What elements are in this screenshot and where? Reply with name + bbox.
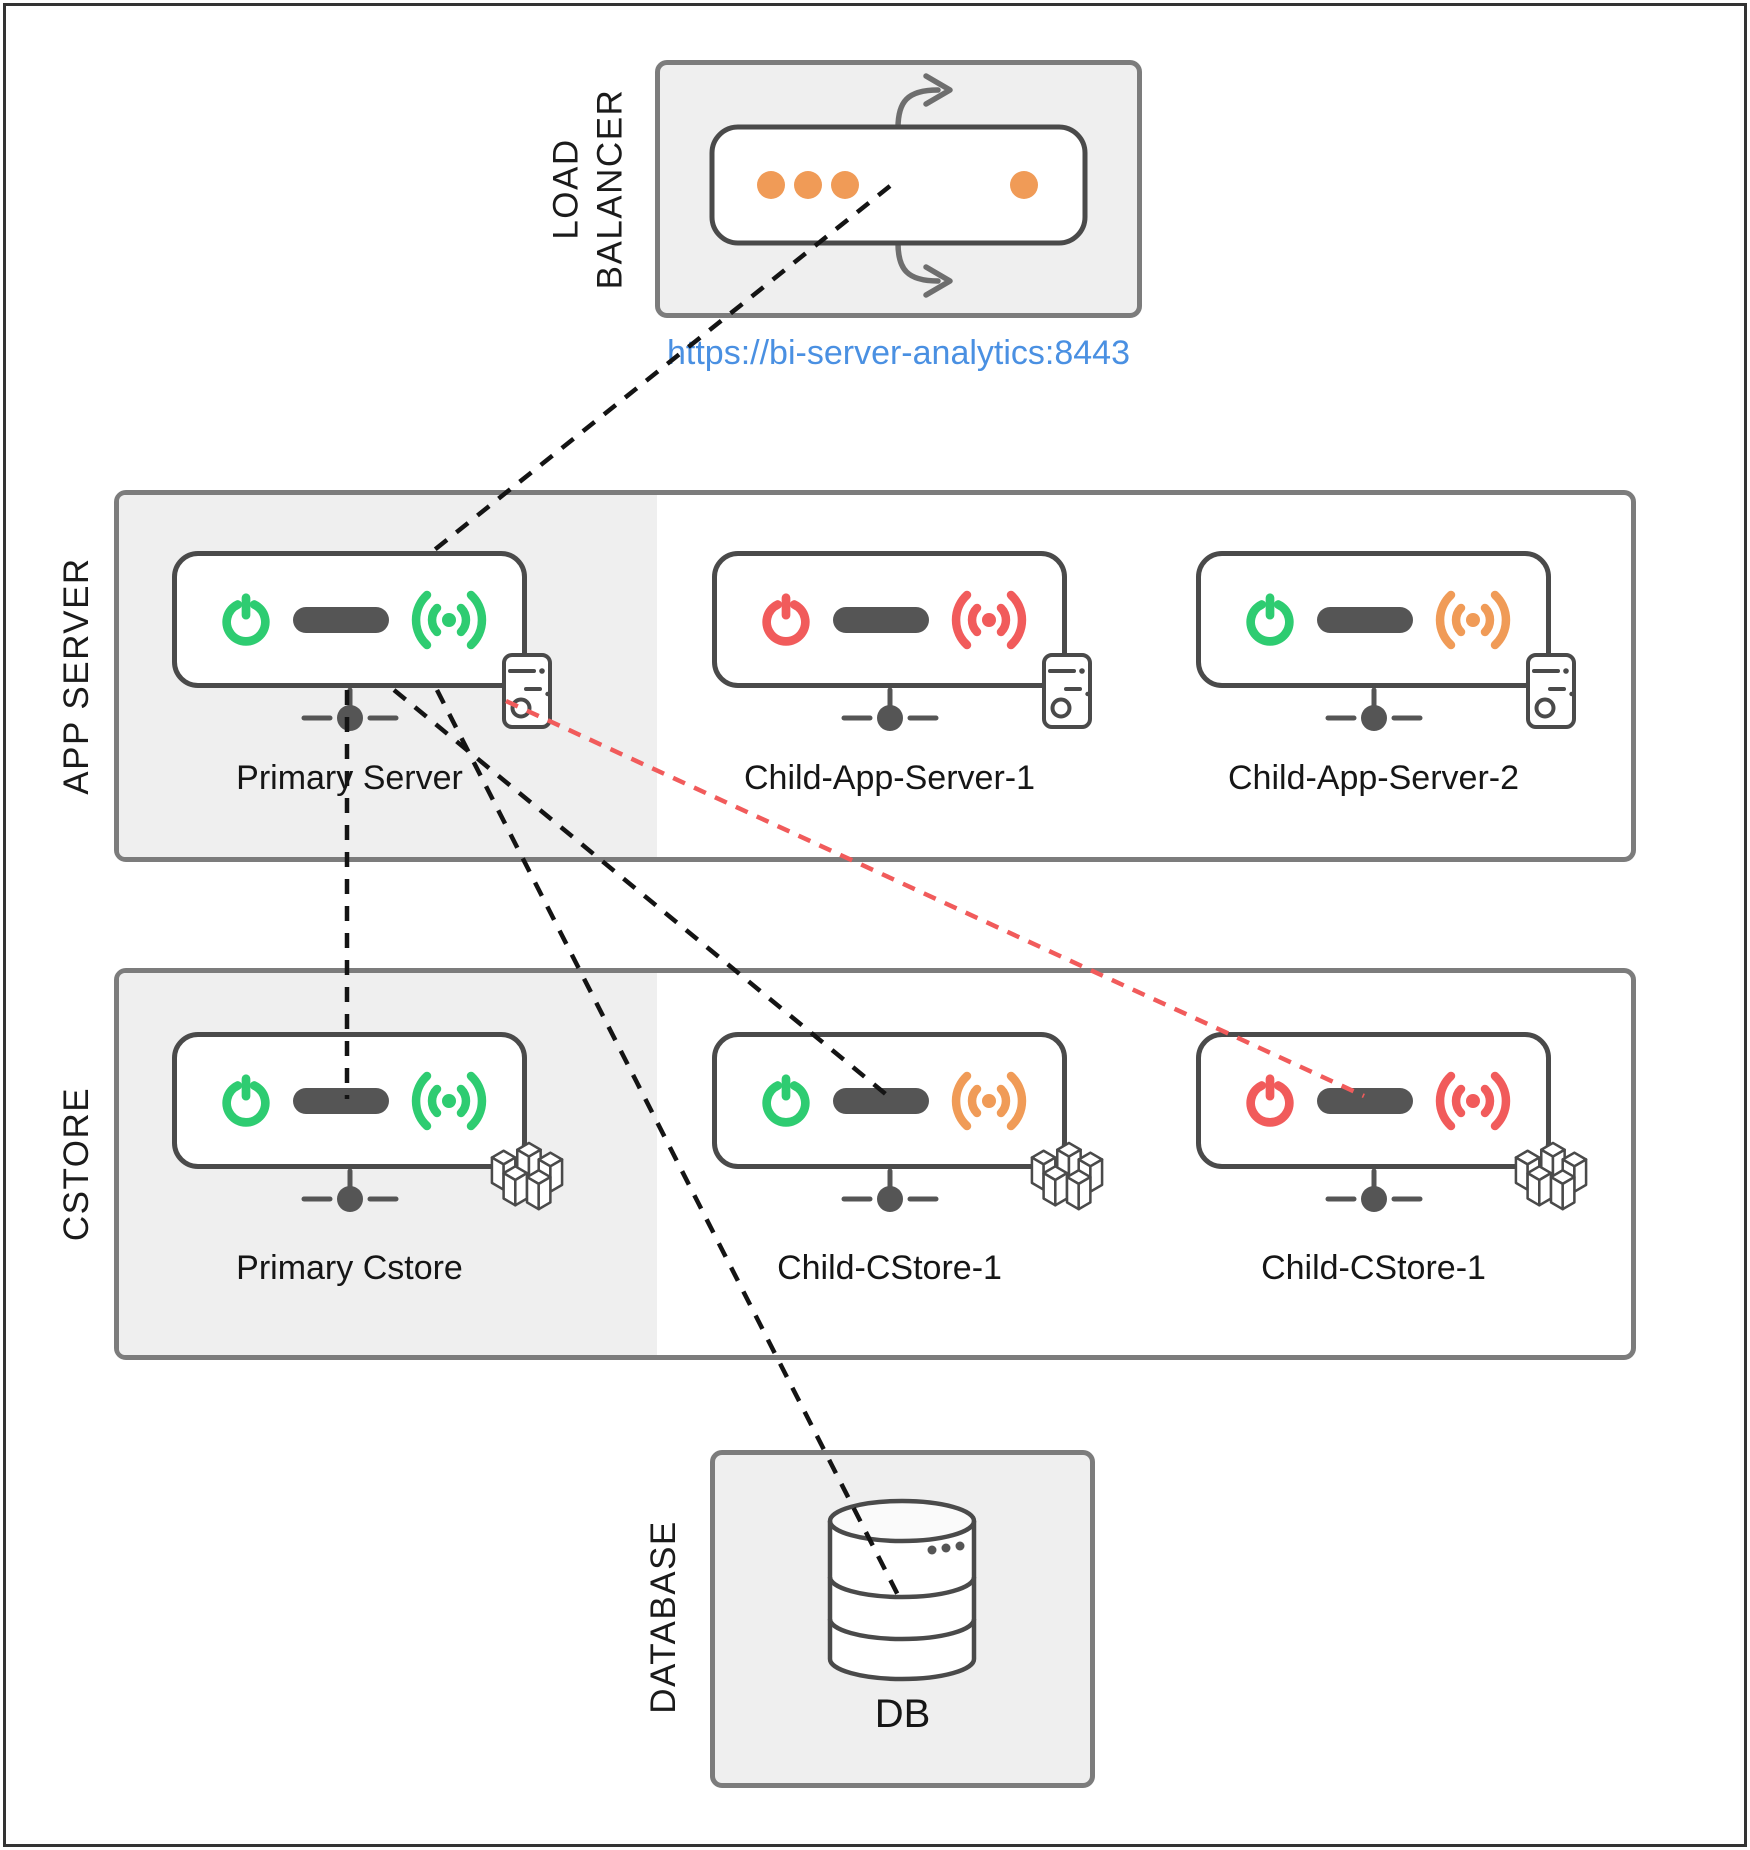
signal-icon <box>406 589 492 651</box>
status-bar <box>292 606 389 633</box>
node-label: Child-CStore-1 <box>1261 1249 1486 1287</box>
status-bar <box>292 1087 389 1114</box>
power-icon <box>757 1072 815 1130</box>
load-balancer-url-link[interactable]: https://bi-server-analytics:8443 <box>667 334 1130 372</box>
node-child-app-server-1: Child-App-Server-1 <box>712 551 1067 797</box>
node-label: Child-App-Server-1 <box>744 759 1035 797</box>
node-label: Primary Cstore <box>236 1249 463 1287</box>
status-bar <box>1316 606 1413 633</box>
database-cylinder-icon <box>827 1498 977 1682</box>
server-tower-icon <box>1525 652 1577 730</box>
node-primary-server: Primary Server <box>172 551 527 797</box>
network-node-icon <box>830 688 950 746</box>
signal-icon <box>1430 589 1516 651</box>
node-label: Primary Server <box>236 759 463 797</box>
load-balancer-icon <box>709 73 1088 298</box>
signal-icon <box>946 1070 1032 1132</box>
power-icon <box>217 591 275 649</box>
network-node-icon <box>830 1169 950 1227</box>
node-primary-cstore: Primary Cstore <box>172 1032 527 1287</box>
network-node-icon <box>1314 1169 1434 1227</box>
power-icon <box>1241 591 1299 649</box>
signal-icon <box>1430 1070 1516 1132</box>
network-node-icon <box>290 688 410 746</box>
node-child-app-server-2: Child-App-Server-2 <box>1196 551 1551 797</box>
storage-cubes-icon <box>1512 1141 1590 1217</box>
db-label: DB <box>874 1692 931 1736</box>
database-section-label: DATABASE <box>644 1520 683 1714</box>
node-label: Child-CStore-1 <box>777 1249 1002 1287</box>
signal-icon <box>946 589 1032 651</box>
power-icon <box>217 1072 275 1130</box>
status-bar <box>1316 1087 1413 1114</box>
power-icon <box>1241 1072 1299 1130</box>
load-balancer-section-label: LOAD BALANCER <box>546 88 629 290</box>
server-tower-icon <box>501 652 553 730</box>
cstore-section-label: CSTORE <box>57 1086 96 1242</box>
storage-cubes-icon <box>488 1141 566 1217</box>
power-icon <box>757 591 815 649</box>
status-bar <box>832 1087 929 1114</box>
status-bar <box>832 606 929 633</box>
node-label: Child-App-Server-2 <box>1228 759 1519 797</box>
node-child-cstore-1: Child-CStore-1 <box>712 1032 1067 1287</box>
node-child-cstore-2: Child-CStore-1 <box>1196 1032 1551 1287</box>
network-node-icon <box>1314 688 1434 746</box>
network-node-icon <box>290 1169 410 1227</box>
app-server-section-label: APP SERVER <box>57 557 96 795</box>
storage-cubes-icon <box>1028 1141 1106 1217</box>
server-tower-icon <box>1041 652 1093 730</box>
signal-icon <box>406 1070 492 1132</box>
